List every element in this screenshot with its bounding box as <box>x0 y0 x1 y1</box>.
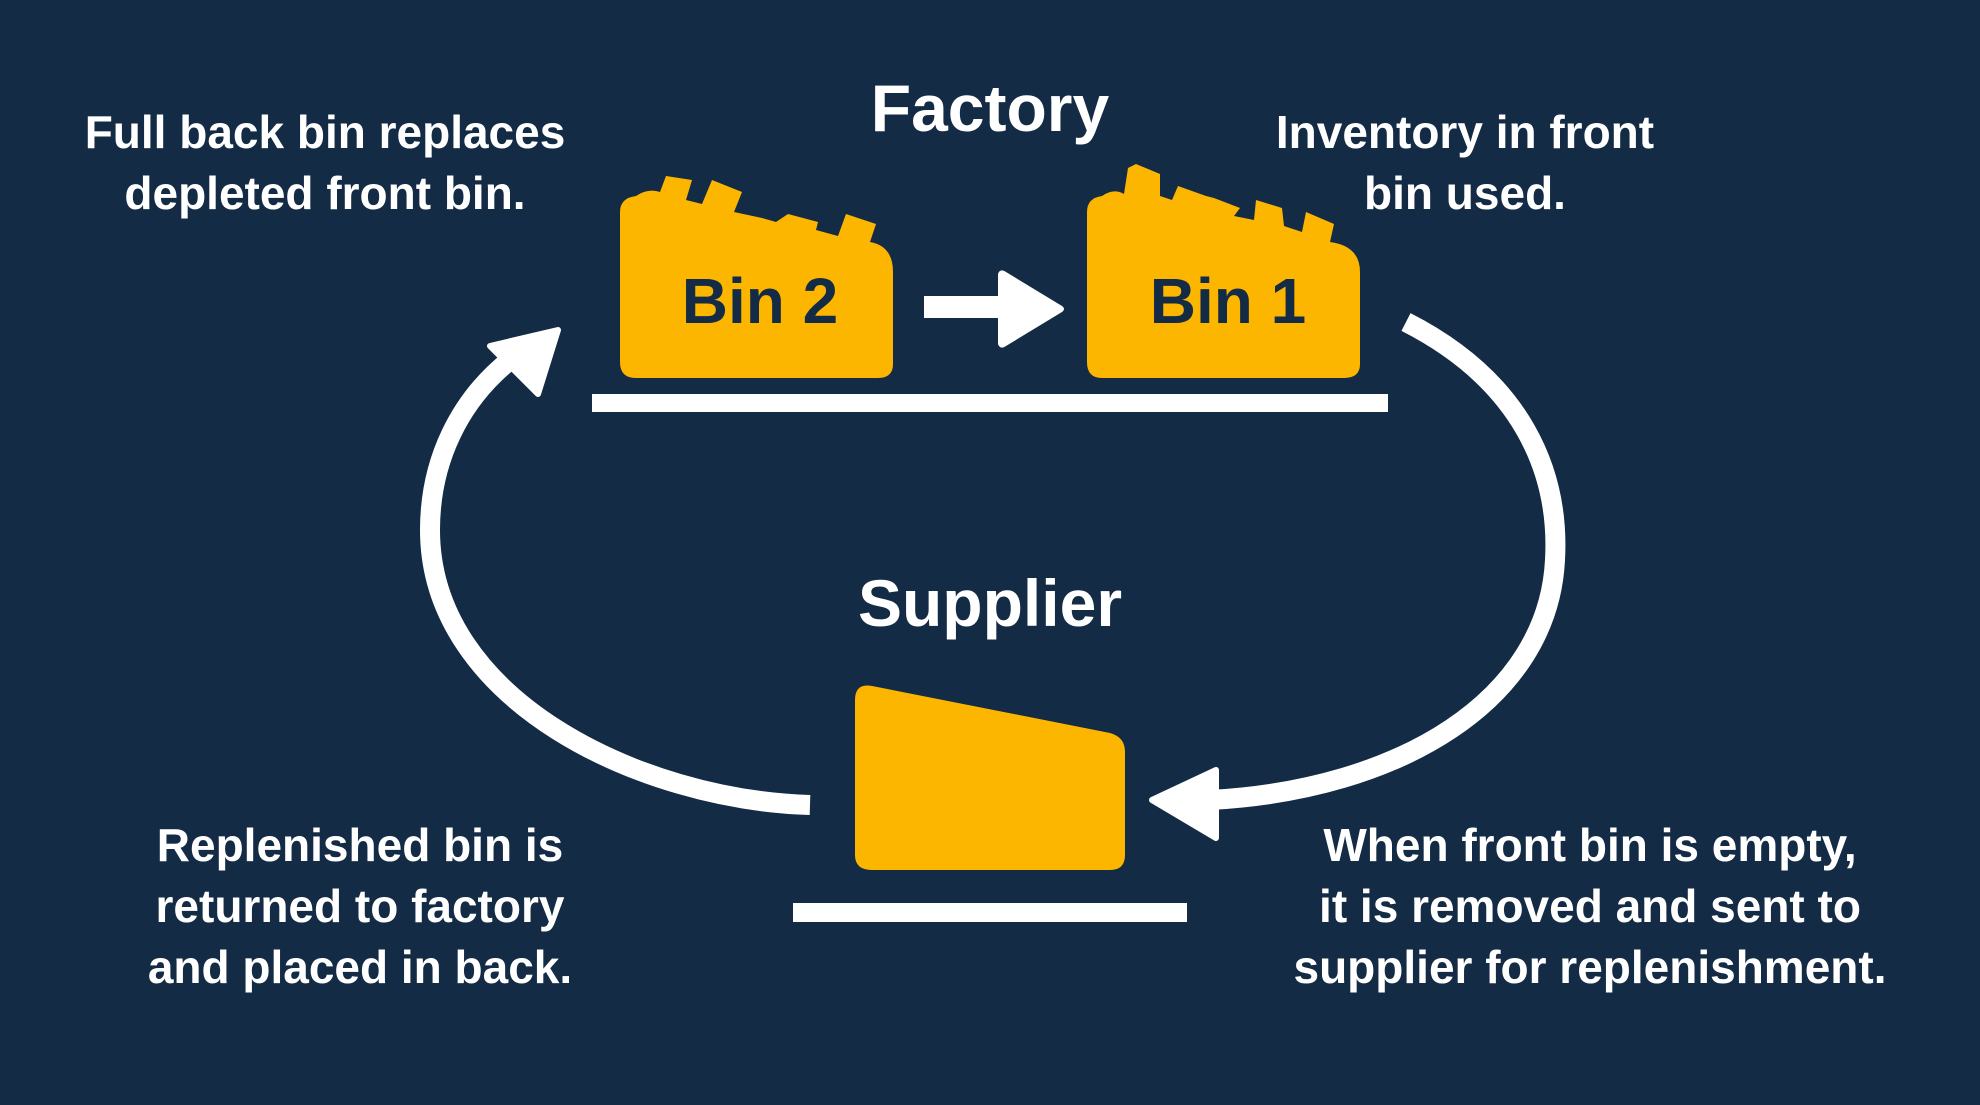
caption-line: Inventory in front <box>1275 106 1655 158</box>
supplier-shelf <box>793 903 1187 922</box>
curved-arrow-icon <box>419 327 811 815</box>
supplier-title: Supplier <box>857 566 1123 640</box>
caption-line: depleted front bin. <box>124 167 526 219</box>
caption-line: When front bin is empty, <box>1323 819 1857 871</box>
supplier-bin-shape <box>855 685 1125 870</box>
caption-line: Replenished bin is <box>156 819 564 871</box>
caption-line: it is removed and sent to <box>1319 880 1861 932</box>
factory-title: Factory <box>870 71 1110 145</box>
bin-1-label: Bin 1 <box>1149 265 1307 337</box>
caption-line: supplier for replenishment. <box>1293 941 1887 993</box>
bin-1-shape <box>1087 164 1360 378</box>
caption-line: and placed in back. <box>147 941 573 993</box>
caption-bottom-left: Replenished bin is returned to factory a… <box>80 815 640 998</box>
factory-shelf <box>592 394 1388 412</box>
bin-2-label: Bin 2 <box>681 265 839 337</box>
caption-line: bin used. <box>1364 167 1566 219</box>
caption-bottom-right: When front bin is empty, it is removed a… <box>1220 815 1960 998</box>
bin-2-shape <box>620 176 893 378</box>
curved-arrow-icon <box>1149 313 1566 841</box>
caption-line: returned to factory <box>155 880 565 932</box>
caption-line: Full back bin replaces <box>84 106 566 158</box>
caption-top-right: Inventory in front bin used. <box>1220 102 1710 224</box>
caption-top-left: Full back bin replaces depleted front bi… <box>20 102 630 224</box>
arrow-right-icon <box>924 270 1064 348</box>
